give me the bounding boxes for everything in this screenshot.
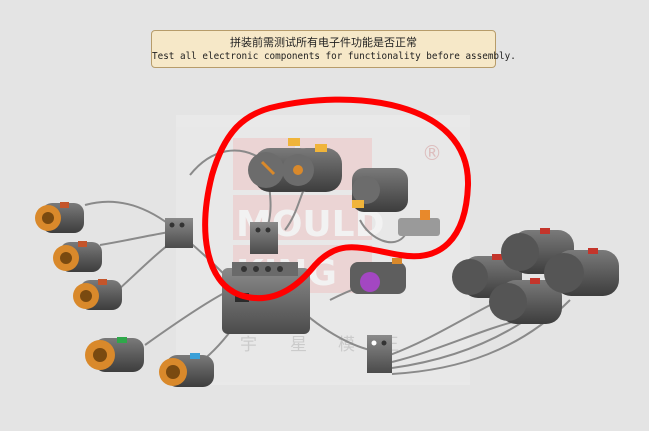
receiver-block-left <box>165 218 193 248</box>
battery-box <box>222 262 310 334</box>
servo-medium <box>352 168 408 212</box>
receiver-block-right <box>367 335 392 373</box>
instruction-text-zh: 拼装前需测试所有电子件功能是否正常 <box>230 36 417 49</box>
registered-mark: ® <box>422 141 442 165</box>
motor-large-4 <box>544 248 619 296</box>
switch-module <box>398 210 440 236</box>
motor-left-1 <box>35 202 84 233</box>
motor-left-4 <box>85 337 144 372</box>
watermark-zh-char-2: 星 <box>290 335 307 355</box>
motor-left-5 <box>159 353 214 387</box>
receiver-block-center <box>250 222 278 254</box>
motor-left-3 <box>73 279 122 310</box>
watermark-zh-char-1: 宇 <box>240 335 257 355</box>
motor-left-2 <box>53 241 102 272</box>
highlight-circle <box>202 96 472 302</box>
light-module <box>350 258 406 294</box>
servo-large-2 <box>282 144 342 192</box>
motor-large-3 <box>489 278 562 324</box>
instruction-text-en: Test all electronic components for funct… <box>152 51 516 62</box>
instruction-banner: 拼装前需测试所有电子件功能是否正常 Test all electronic co… <box>151 30 516 68</box>
